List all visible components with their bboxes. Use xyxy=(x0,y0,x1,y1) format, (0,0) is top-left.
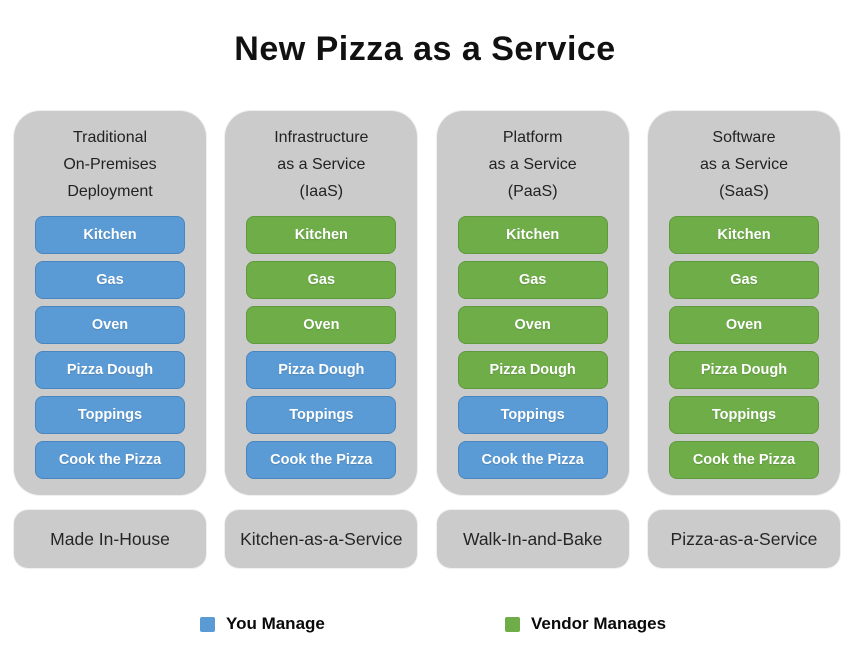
item-cook-the-pizza: Cook the Pizza xyxy=(457,441,608,479)
column-header-line: Software xyxy=(712,129,776,146)
legend: You Manage Vendor Manages xyxy=(0,614,850,638)
column-header-line: Platform xyxy=(502,129,563,146)
column-footer-pizza-as-a-service: Pizza-as-a-Service xyxy=(647,510,840,568)
legend-label: You Manage xyxy=(226,614,325,633)
item-kitchen: Kitchen xyxy=(668,216,819,254)
column-footer-walk-in-and-bake: Walk-In-and-Bake xyxy=(436,510,629,568)
item-oven: Oven xyxy=(457,306,608,344)
column-header-line: (SaaS) xyxy=(719,183,769,200)
item-cook-the-pizza: Cook the Pizza xyxy=(35,441,185,479)
column-header-line: as a Service xyxy=(699,156,788,173)
item-pizza-dough: Pizza Dough xyxy=(246,351,397,389)
item-toppings: Toppings xyxy=(457,396,608,434)
column-footer-made-in-house: Made In-House xyxy=(14,510,206,568)
you-manage-swatch-icon xyxy=(200,616,215,632)
item-oven: Oven xyxy=(668,306,819,344)
item-cook-the-pizza: Cook the Pizza xyxy=(246,441,397,479)
column-header-line: (PaaS) xyxy=(507,183,558,200)
item-toppings: Toppings xyxy=(246,396,397,434)
item-gas: Gas xyxy=(35,261,185,299)
column-header: Platform as a Service (PaaS) xyxy=(437,124,629,205)
item-pizza-dough: Pizza Dough xyxy=(668,351,819,389)
column-header: Software as a Service (SaaS) xyxy=(648,124,840,205)
footers-row: Made In-House Kitchen-as-a-Service Walk-In… xyxy=(0,510,850,568)
column-header: Infrastructure as a Service (IaaS) xyxy=(225,124,417,205)
column-header-line: Infrastructure xyxy=(274,129,369,146)
item-cook-the-pizza: Cook the Pizza xyxy=(668,441,819,479)
legend-entry-you-manage: You Manage xyxy=(200,614,325,634)
column-header-line: On-Premises xyxy=(63,156,157,173)
item-pizza-dough: Pizza Dough xyxy=(457,351,608,389)
vendor-manages-swatch-icon xyxy=(505,616,520,632)
item-oven: Oven xyxy=(246,306,397,344)
item-pizza-dough: Pizza Dough xyxy=(35,351,185,389)
item-toppings: Toppings xyxy=(35,396,185,434)
column-header-line: as a Service xyxy=(277,156,366,173)
item-kitchen: Kitchen xyxy=(457,216,608,254)
column-header-line: Deployment xyxy=(67,183,153,200)
legend-label: Vendor Manages xyxy=(531,614,667,633)
column-header-line: Traditional xyxy=(72,129,148,146)
item-gas: Gas xyxy=(457,261,608,299)
item-toppings: Toppings xyxy=(668,396,819,434)
item-gas: Gas xyxy=(246,261,397,299)
page-title: New Pizza as a Service xyxy=(234,30,616,68)
item-kitchen: Kitchen xyxy=(35,216,185,254)
item-kitchen: Kitchen xyxy=(246,216,397,254)
column-footer-kitchen-as-a-service: Kitchen-as-a-Service xyxy=(225,510,418,568)
column-header-line: (IaaS) xyxy=(299,183,344,200)
item-oven: Oven xyxy=(35,306,185,344)
column-header-line: as a Service xyxy=(488,156,577,173)
legend-entry-vendor-manages: Vendor Manages xyxy=(505,614,666,634)
item-gas: Gas xyxy=(668,261,819,299)
